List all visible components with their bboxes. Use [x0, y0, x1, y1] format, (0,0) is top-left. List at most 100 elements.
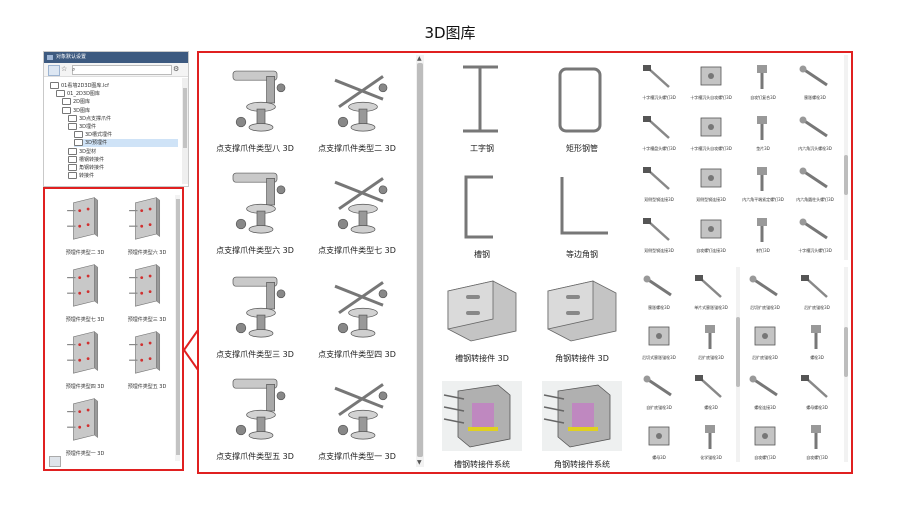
left-panel-scrollbar[interactable] [175, 195, 180, 461]
tree-item[interactable]: 3D预埋件 [74, 139, 178, 148]
pane3-scrollbar-right[interactable] [844, 267, 848, 462]
profile-item[interactable]: 槽钢 [436, 165, 528, 265]
profile-thumbnail [464, 175, 493, 239]
embedded-part-item[interactable]: 预埋件类型一 3D [53, 396, 113, 464]
fastener-item[interactable]: 后切式膨胀锚栓3D [635, 319, 683, 369]
fastener-item[interactable]: 十字槽沉头螺钉3D [791, 212, 839, 263]
profile-item[interactable]: 矩形钢管 [536, 59, 628, 159]
panel-settings-icon[interactable] [49, 456, 61, 467]
clamp-item[interactable]: 点支撑爪件类型一 3D [307, 369, 407, 469]
clamp-item[interactable]: 点支撑爪件类型八 3D [205, 61, 305, 161]
fastener-item[interactable]: 内六角圆柱头螺钉3D [791, 161, 839, 212]
fastener-item[interactable]: 膨胀螺栓3D [791, 59, 839, 110]
tree-item[interactable]: 3D埋件 [68, 123, 178, 131]
tree-item[interactable]: 转接件 [68, 172, 178, 180]
clamp-item[interactable]: 点支撑爪件类型五 3D [205, 369, 305, 469]
tree-item[interactable]: 角钢转接件 [68, 164, 178, 172]
fastener-item[interactable]: 双侧型钢连接3D [635, 212, 683, 263]
profile-thumbnail [447, 280, 517, 342]
profile-item[interactable]: 角钢转接件 3D [536, 269, 628, 369]
fastener-thumbnail [643, 375, 672, 397]
item-label: 螺母螺栓3D [806, 405, 828, 410]
tree-item[interactable]: 01_2D3D图库 [56, 90, 178, 98]
clamp-item[interactable]: 点支撑爪件类型四 3D [307, 267, 407, 367]
fastener-item[interactable]: 螺母螺栓3D [793, 369, 841, 419]
part-thumbnail [129, 197, 161, 240]
fastener-item[interactable]: 自攻螺钉3D [741, 419, 789, 469]
clamp-item[interactable]: 点支撑爪件类型三 3D [205, 267, 305, 367]
fastener-item[interactable]: 双侧型钢连接3D [635, 161, 683, 212]
fastener-item[interactable]: 十字槽盘头螺钉3D [635, 110, 683, 161]
tree-item[interactable]: 3D点支撑爪件 [68, 114, 178, 123]
fastener-item[interactable]: 内六角沉头螺栓3D [791, 110, 839, 161]
fastener-thumbnail [700, 66, 722, 86]
embedded-part-item[interactable]: 预埋件类型二 3D [53, 195, 113, 263]
clamp-item[interactable]: 点支撑爪件类型六 3D [205, 163, 305, 263]
favorite-star-icon[interactable]: ☆ [61, 65, 68, 73]
profile-item[interactable]: 槽钢转接件系统 [436, 375, 528, 475]
callout-pointer [182, 330, 199, 370]
fastener-item[interactable]: 自攻螺钉3D [793, 419, 841, 469]
fastener-item[interactable]: 螺栓3D [687, 369, 735, 419]
pane3-scrollbar-top[interactable] [844, 55, 848, 260]
fastener-thumbnail [799, 116, 828, 138]
part-thumbnail [67, 197, 99, 240]
pane1-scrollbar[interactable]: ▲ ▼ [416, 55, 424, 467]
embedded-part-item[interactable]: 预埋件类型三 3D [115, 262, 175, 330]
view-mode-button[interactable] [48, 65, 60, 76]
fastener-item[interactable]: 垫片3D [739, 110, 787, 161]
embedded-part-item[interactable]: 预埋件类型四 3D [53, 329, 113, 397]
fastener-item[interactable]: 单片式膨胀锚栓3D [687, 269, 735, 319]
fastener-item[interactable]: 十字槽沉头螺钉3D [635, 59, 683, 110]
fastener-item[interactable]: 螺母3D [635, 419, 683, 469]
clamp-item[interactable]: 点支撑爪件类型七 3D [307, 163, 407, 263]
fastener-item[interactable]: 自扩底锚栓3D [635, 369, 683, 419]
fastener-item[interactable]: 自攻螺钉连接3D [687, 212, 735, 263]
fastener-item[interactable]: 后切扩底锚栓3D [741, 269, 789, 319]
fastener-item[interactable]: 后扩底锚栓3D [687, 319, 735, 369]
fastener-thumbnail [643, 65, 670, 88]
fastener-item[interactable]: 自攻钉复合3D [739, 59, 787, 110]
settings-gear-icon[interactable]: ⚙ [173, 65, 180, 73]
tree-item[interactable]: 2D图库 [62, 98, 178, 106]
fastener-item[interactable]: 化学锚栓3D [687, 419, 735, 469]
profile-item[interactable]: 角钢转接件系统 [536, 375, 628, 475]
fastener-item[interactable]: 后扩底锚栓3D [741, 319, 789, 369]
fastener-item[interactable]: 十字槽沉头自攻螺钉3D [687, 59, 735, 110]
tree-item-label: 转接件 [79, 173, 95, 180]
fastener-item[interactable]: 后扩底锚栓3D [793, 269, 841, 319]
profile-item[interactable]: 槽钢转接件 3D [436, 269, 528, 369]
item-label: 射钉3D [756, 248, 770, 253]
item-label: 预埋件类型四 3D [65, 384, 105, 390]
fastener-item[interactable]: 螺栓连接3D [741, 369, 789, 419]
folder-icon [68, 164, 77, 171]
tree-item[interactable]: 3D图库 [62, 106, 178, 115]
fastener-item[interactable]: 射钉3D [739, 212, 787, 263]
fastener-item[interactable]: 螺栓3D [793, 319, 841, 369]
fastener-item[interactable]: 双侧型钢连接3D [687, 161, 735, 212]
embedded-part-item[interactable]: 预埋件类型五 3D [115, 329, 175, 397]
tree-scrollbar[interactable] [182, 78, 188, 184]
clamp-item[interactable]: 点支撑爪件类型二 3D [307, 61, 407, 161]
pane3-scrollbar-middle[interactable] [736, 267, 740, 462]
fastener-item[interactable]: 内六角平端紧定螺钉3D [739, 161, 787, 212]
profile-item[interactable]: 工字钢 [436, 59, 528, 159]
folder-icon [62, 106, 71, 114]
tree-item[interactable]: 3D槽式埋件 [74, 131, 178, 139]
item-label: 双侧型钢连接3D [644, 248, 674, 253]
fastener-item[interactable]: 十字槽沉头自攻螺钉3D [687, 110, 735, 161]
fastener-item[interactable]: 膨胀螺栓3D [635, 269, 683, 319]
item-label: 双侧型钢连接3D [696, 197, 726, 202]
item-label: 槽钢 [474, 250, 490, 259]
tree-item[interactable]: 3D型材 [68, 147, 178, 156]
search-input[interactable] [72, 65, 172, 75]
folder-icon [68, 123, 77, 130]
profile-item[interactable]: 等边角钢 [536, 165, 628, 265]
embedded-part-item[interactable]: 预埋件类型六 3D [115, 195, 175, 263]
tree-item[interactable]: 01看墙2D3D图库.lcf [50, 82, 178, 90]
embedded-part-item[interactable]: 预埋件类型七 3D [53, 262, 113, 330]
tree-item[interactable]: 槽钢转接件 [68, 155, 178, 164]
folder-icon [68, 114, 77, 122]
